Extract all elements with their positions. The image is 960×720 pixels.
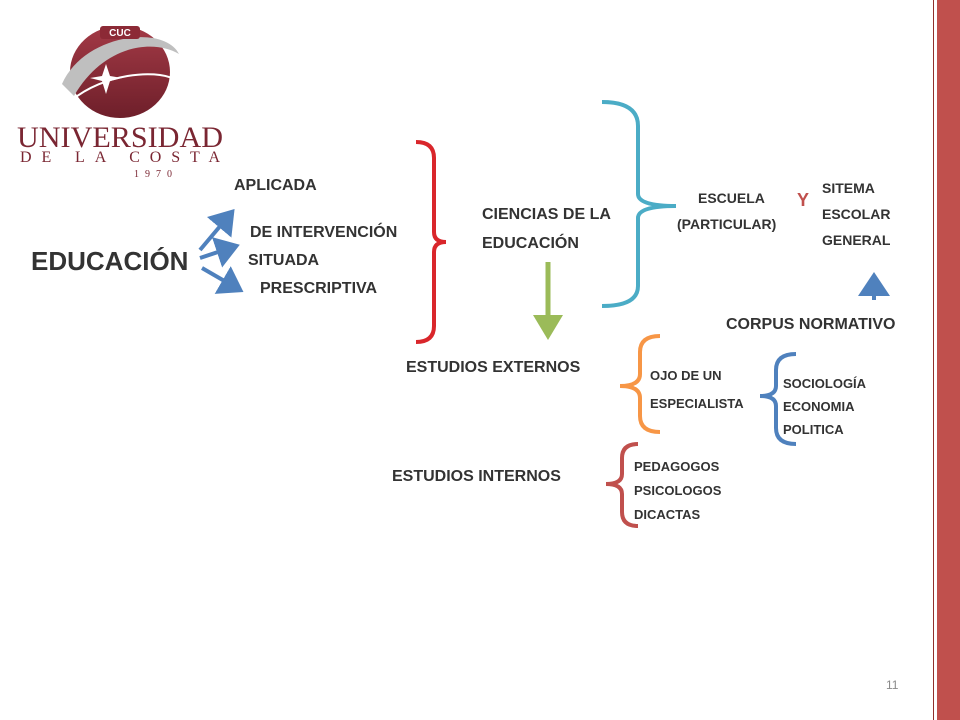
type-intervencion: DE INTERVENCIÓN: [250, 224, 398, 241]
dark-red-bracket: [605, 442, 639, 528]
escuela-line2: (PARTICULAR): [677, 216, 777, 232]
connector-y: Y: [797, 190, 810, 210]
sistema-line2: ESCOLAR: [822, 206, 891, 222]
disciplina-economia: ECONOMIA: [783, 399, 855, 414]
logo-swoosh: [62, 37, 179, 96]
estudios-externos: ESTUDIOS EXTERNOS: [406, 359, 581, 376]
type-prescriptiva: PRESCRIPTIVA: [260, 280, 378, 297]
disciplina-politica: POLITICA: [783, 422, 844, 437]
universidad-de-la-costa-logo: CUC UNIVERSIDAD DE LA COSTA 1970: [17, 26, 223, 180]
sistema-line1: SITEMA: [822, 180, 875, 196]
page-number: 11: [886, 678, 899, 692]
profesional-psicologos: PSICOLOGOS: [634, 483, 722, 498]
logo-name-line1: UNIVERSIDAD: [17, 121, 223, 154]
accent-side-bar: [934, 0, 960, 720]
disciplina-sociologia: SOCIOLOGÍA: [783, 376, 867, 391]
escuela-line1: ESCUELA: [698, 190, 765, 206]
logo-badge-text: CUC: [109, 28, 131, 39]
arrow-to-intervencion: [199, 237, 240, 268]
corpus-normativo: CORPUS NORMATIVO: [726, 316, 896, 333]
star-icon: [90, 64, 122, 94]
sistema-line3: GENERAL: [822, 232, 891, 248]
profesional-pedagogos: PEDAGOGOS: [634, 459, 720, 474]
ciencias-line1: CIENCIAS DE LA: [482, 206, 611, 223]
arrow-to-prescriptiva: [200, 266, 244, 294]
logo-globe: [70, 26, 170, 118]
arrow-to-aplicada: [198, 208, 235, 252]
cyan-bracket: [601, 100, 677, 308]
red-bracket: [415, 140, 447, 344]
estudios-internos: ESTUDIOS INTERNOS: [392, 468, 561, 485]
ciencias-line2: EDUCACIÓN: [482, 235, 579, 252]
type-aplicada: APLICADA: [234, 177, 317, 194]
ojo-line1: OJO DE UN: [650, 368, 722, 383]
logo-year: 1970: [134, 169, 178, 180]
ojo-line2: ESPECIALISTA: [650, 396, 744, 411]
profesional-dicactas: DICACTAS: [634, 507, 701, 522]
type-situada: SITUADA: [248, 252, 320, 269]
root-node-educacion: EDUCACIÓN: [31, 246, 189, 276]
blue-bracket: [759, 352, 797, 446]
orange-bracket: [619, 334, 661, 434]
